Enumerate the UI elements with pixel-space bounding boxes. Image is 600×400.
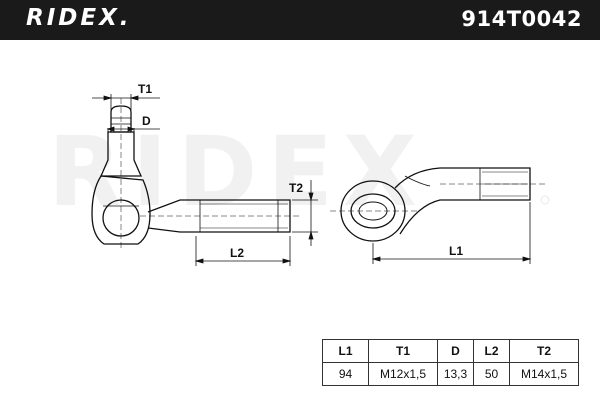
label-t1: T1 (138, 82, 152, 96)
spec-value-d: 13,3 (437, 362, 474, 386)
dimension-t1 (92, 94, 160, 110)
spec-value-l2: 50 (473, 362, 510, 386)
side-view (91, 98, 300, 250)
stud-thread (110, 105, 132, 133)
spec-value-t2: M14x1,5 (509, 362, 579, 386)
joint-housing (91, 175, 151, 245)
spec-value-l1: 94 (322, 362, 369, 386)
dimension-t2 (292, 180, 318, 246)
part-number: 914T0042 (461, 7, 582, 31)
tie-rod-end-drawing: RIDEX T1 D (48, 82, 550, 266)
dimension-d (106, 126, 160, 134)
header-bar: RIDEX. 914T0042 (0, 0, 600, 40)
spec-header-d: D (437, 339, 474, 363)
specs-header-row: L1 T1 D L2 T2 (322, 339, 579, 363)
specs-value-row: 94 M12x1,5 13,3 50 M14x1,5 (322, 362, 579, 386)
spec-header-t1: T1 (368, 339, 438, 363)
dimension-l2 (194, 236, 292, 266)
label-d: D (142, 114, 151, 128)
watermark-text: RIDEX (48, 116, 427, 228)
dimension-l1 (371, 202, 532, 264)
specs-table: L1 T1 D L2 T2 94 M12x1,5 13,3 50 M14x1,5 (322, 339, 579, 386)
brand-logo: RIDEX. (26, 5, 132, 31)
label-l1: L1 (449, 244, 463, 258)
spec-header-l1: L1 (322, 339, 369, 363)
spec-value-t1: M12x1,5 (368, 362, 438, 386)
top-view (330, 167, 545, 242)
label-t2: T2 (289, 181, 303, 195)
spec-header-t2: T2 (509, 339, 579, 363)
spec-header-l2: L2 (473, 339, 510, 363)
label-l2: L2 (230, 246, 244, 260)
